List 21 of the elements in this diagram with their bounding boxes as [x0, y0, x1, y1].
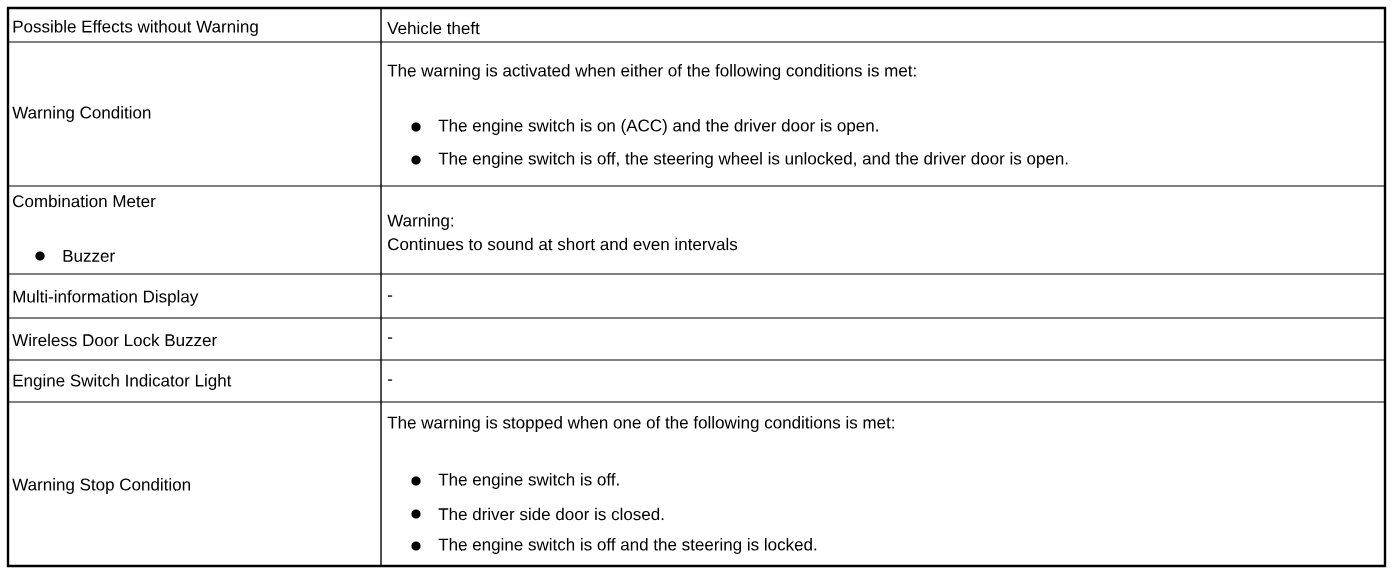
cell-text: - — [387, 295, 393, 297]
cell-text: The warning is activated when either of the following conditions is met: — [387, 64, 916, 80]
cell-text: Vehicle theft — [387, 21, 480, 35]
cell-text: The warning is stopped when one of the following conditions is met: — [387, 416, 894, 432]
cell-text: Engine Switch Indicator Light — [13, 374, 232, 390]
cell-text: Combination Meter — [13, 194, 156, 208]
cell-text: Warning: — [387, 214, 454, 230]
bullet-item: The engine switch is off, the steering wheel is unlocked, and the driver door is open. — [411, 152, 1068, 168]
bullet-item: Buzzer — [35, 250, 115, 262]
cell-text: Possible Effects without Warning — [13, 20, 258, 36]
cell-text: Multi-information Display — [13, 290, 199, 306]
bullet-item: The engine switch is on (ACC) and the driver door is open. — [411, 119, 878, 135]
bullet-item: The driver side door is closed. — [411, 507, 664, 521]
cell-text: Warning Condition — [12, 106, 151, 122]
cell-text: - — [387, 337, 393, 339]
cell-text: - — [387, 379, 393, 381]
bullet-item: The engine switch is off and the steering is locked. — [411, 538, 817, 554]
bullet-item: The engine switch is off. — [411, 473, 619, 489]
cell-text: Continues to sound at short and even intervals — [388, 237, 738, 251]
cell-text: Wireless Door Lock Buzzer — [12, 333, 217, 347]
cell-text: Warning Stop Condition — [12, 478, 190, 494]
